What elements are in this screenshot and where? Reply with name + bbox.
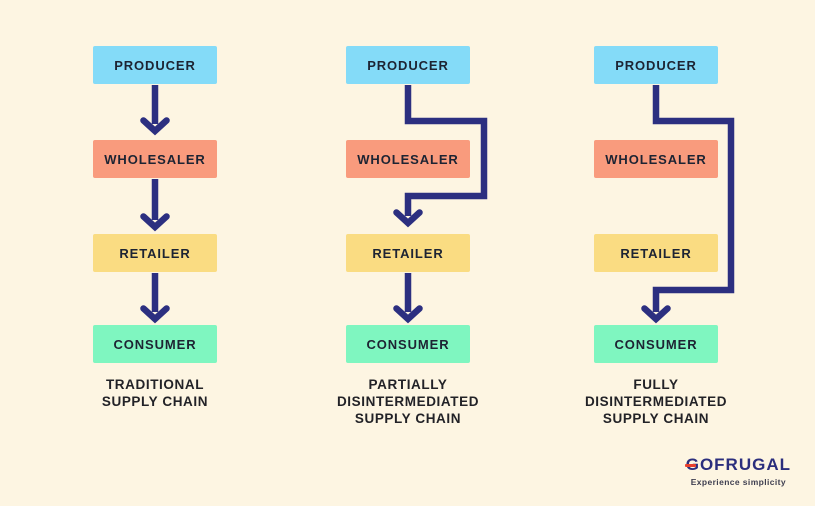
arrow-producer-bypass-wholesaler-head [393, 209, 423, 228]
producer-box-full: PRODUCER [594, 46, 718, 84]
wholesaler-box-traditional: WHOLESALER [93, 140, 217, 178]
arrow-producer-to-wholesaler-head [140, 117, 170, 136]
retailer-box-traditional: RETAILER [93, 234, 217, 272]
logo-g-crossbar-icon [684, 464, 696, 467]
arrow-producer-bypass-all-head [641, 305, 671, 324]
consumer-box-partial: CONSUMER [346, 325, 470, 363]
caption-fully-disintermediated-supply-chain: FULLY DISINTERMEDIATED SUPPLY CHAIN [584, 377, 728, 426]
caption-partially-disintermediated-supply-chain: PARTIALLY DISINTERMEDIATED SUPPLY CHAIN [336, 377, 480, 426]
arrow-wholesaler-to-retailer-head [140, 213, 170, 232]
wholesaler-box-full: WHOLESALER [594, 140, 718, 178]
producer-box-partial: PRODUCER [346, 46, 470, 84]
arrow-producer-bypass-all-elbow [652, 85, 735, 312]
producer-box-traditional: PRODUCER [93, 46, 217, 84]
arrow-retailer-to-consumer-2-head [393, 305, 423, 324]
consumer-box-full: CONSUMER [594, 325, 718, 363]
consumer-box-traditional: CONSUMER [93, 325, 217, 363]
arrow-retailer-to-consumer-head [140, 305, 170, 324]
gofrugal-logo: GOFRUGAL Experience simplicity [684, 455, 791, 487]
caption-traditional-supply-chain: TRADITIONAL SUPPLY CHAIN [101, 377, 209, 409]
arrow-producer-bypass-wholesaler-elbow [404, 85, 488, 216]
retailer-box-partial: RETAILER [346, 234, 470, 272]
retailer-box-full: RETAILER [594, 234, 718, 272]
arrow-strokes [140, 85, 735, 324]
logo-tagline: Experience simplicity [690, 477, 787, 487]
wholesaler-box-partial: WHOLESALER [346, 140, 470, 178]
logo-wordmark: GOFRUGAL [685, 455, 791, 474]
